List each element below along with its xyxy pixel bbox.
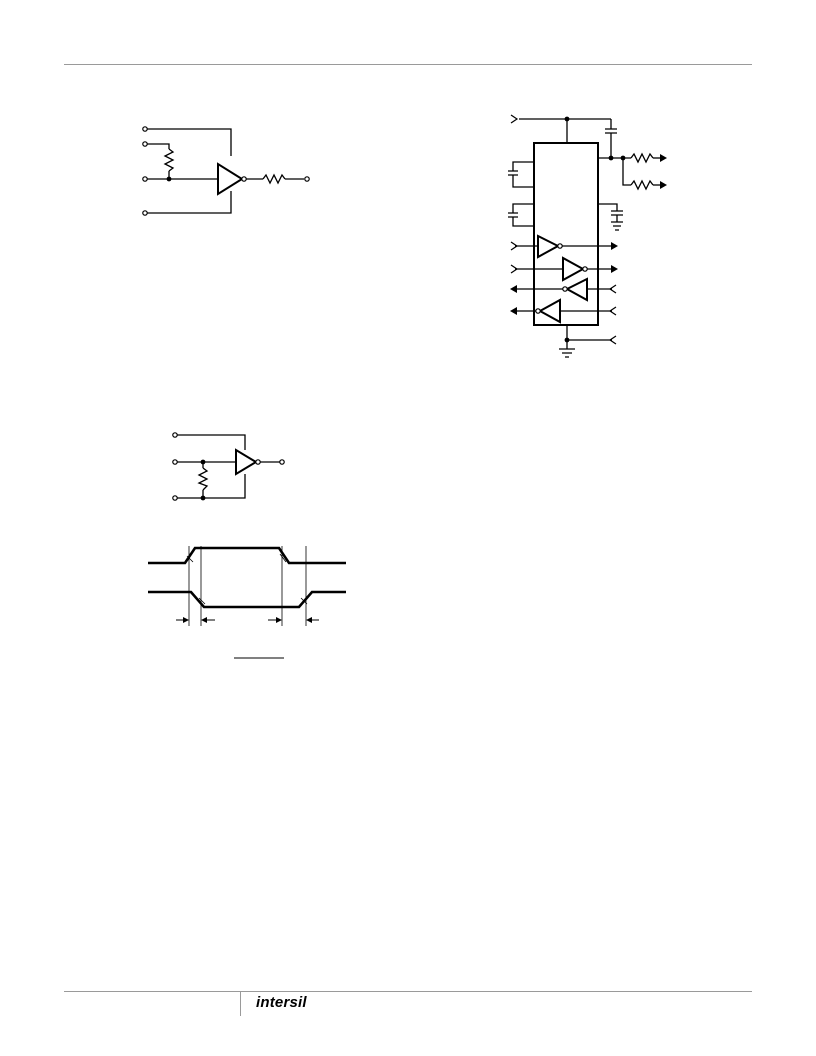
wire-bottom	[177, 474, 245, 498]
footer-rule	[64, 991, 752, 992]
resistor-horizontal	[263, 175, 285, 183]
inverter-1	[538, 236, 558, 257]
arrow-out-1	[660, 154, 667, 162]
buffer-triangle	[236, 450, 256, 474]
terminal	[173, 496, 177, 500]
arrow-r-out-2	[510, 307, 517, 315]
wire-vcc	[519, 119, 611, 143]
edge-tick	[301, 598, 307, 604]
resistor-out-1	[631, 154, 653, 162]
edge-tick	[187, 556, 193, 562]
wire-out-2-drop	[623, 158, 631, 185]
inverter-2	[563, 258, 583, 280]
arrow-out-2	[660, 181, 667, 189]
device-test-circuit	[508, 110, 667, 362]
junction-dot	[200, 495, 206, 501]
resistor-vertical	[199, 468, 207, 490]
logo-text: intersil	[256, 994, 307, 1011]
timing-waveform	[144, 540, 350, 664]
wire-mid	[147, 171, 218, 179]
wire-bottom	[147, 191, 231, 213]
cap-c2	[508, 204, 534, 226]
wire-branch	[147, 144, 169, 149]
terminal	[173, 460, 177, 464]
input-chevron	[511, 242, 517, 250]
wire-top	[177, 435, 245, 450]
inversion-bubble	[583, 267, 587, 271]
junction-dot	[166, 176, 172, 182]
input-chevron	[610, 307, 616, 315]
buffer-triangle	[218, 164, 242, 194]
inversion-bubble	[242, 177, 246, 181]
arrowhead	[276, 617, 282, 623]
input-chevron	[511, 115, 517, 123]
inversion-bubble	[256, 460, 260, 464]
waveform-input	[148, 548, 346, 563]
driver-test-circuit	[136, 120, 326, 220]
terminal	[280, 460, 284, 464]
inversion-bubble	[558, 244, 562, 248]
input-chevron	[511, 265, 517, 273]
arrow-t-out-1	[611, 242, 618, 250]
terminal	[143, 211, 147, 215]
junction-dot	[620, 155, 626, 161]
waveform-output	[148, 592, 346, 607]
terminal	[143, 177, 147, 181]
cap-c3	[598, 204, 623, 230]
edge-tick	[280, 554, 286, 562]
edge-tick	[199, 598, 205, 604]
resistor-out-2	[631, 181, 653, 189]
terminal	[305, 177, 309, 181]
resistor-vertical	[165, 149, 173, 171]
junction-dot	[564, 337, 570, 343]
header-rule	[64, 64, 752, 65]
inverter-3	[567, 279, 587, 300]
ic-package	[534, 143, 598, 325]
junction-dot	[608, 155, 614, 161]
receiver-test-circuit	[168, 428, 292, 504]
cap-c1	[508, 162, 534, 187]
input-chevron	[610, 336, 616, 344]
wire-gnd	[559, 325, 575, 357]
terminal	[143, 127, 147, 131]
terminal	[143, 142, 147, 146]
junction-dot	[200, 459, 206, 465]
footer-divider	[240, 992, 241, 1016]
arrowhead	[306, 617, 312, 623]
wire-top	[147, 129, 231, 156]
arrow-r-out-1	[510, 285, 517, 293]
arrowhead	[183, 617, 189, 623]
arrow-t-out-2	[611, 265, 618, 273]
input-chevron	[610, 285, 616, 293]
intersil-logo: intersil	[256, 994, 307, 1012]
arrowhead	[201, 617, 207, 623]
inversion-bubble	[536, 309, 540, 313]
inverter-4	[540, 300, 560, 322]
terminal	[173, 433, 177, 437]
junction-dot	[564, 116, 570, 122]
inversion-bubble	[563, 287, 567, 291]
wire-cap-top	[605, 119, 617, 157]
